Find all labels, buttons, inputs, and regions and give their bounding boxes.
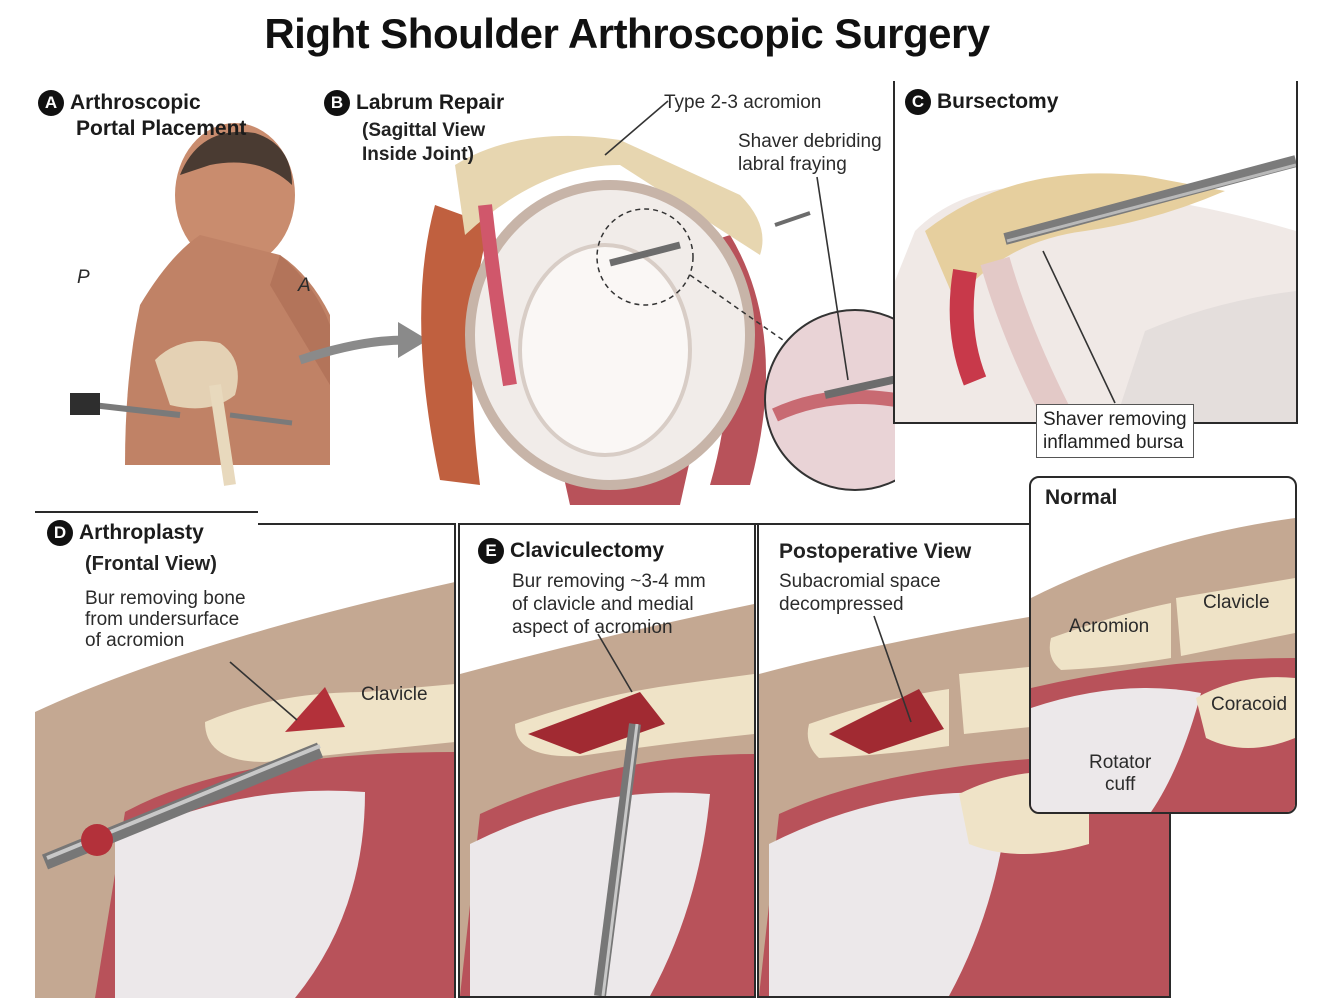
normal-acromion-label: Acromion [1069,616,1150,637]
normal-anatomy-illustration [1031,518,1295,812]
claviculectomy-illustration [460,604,754,996]
panel-a-badge: A [38,90,64,116]
panel-d-subtitle: (Frontal View) [85,553,217,575]
panel-d-note: Bur removing bone from undersurface of a… [85,588,246,651]
normal-coracoid-label: Coracoid [1211,694,1288,715]
acromion-type-label: Type 2-3 acromion [664,92,822,113]
arthroplasty-illustration [35,582,455,998]
posterior-label: P [77,267,90,288]
panel-b-badge: B [324,90,350,116]
figure-title: Right Shoulder Arthroscopic Surgery [264,10,990,57]
postoperative-note: Subacromial space decompressed [779,571,941,615]
bursectomy-illustration [895,155,1296,422]
postoperative-title: Postoperative View [779,540,972,563]
panel-normal: Normal Acromion Clavicle Coracoid Rotato… [1029,476,1297,814]
patient-shoulder-illustration [70,123,330,486]
glenoid-sagittal-illustration [421,100,895,505]
clavicle-label-d: Clavicle [361,684,428,705]
normal-title: Normal [1045,486,1118,509]
anterior-label: A [298,275,311,296]
shaver-debriding-label: Shaver debriding labral fraying [738,131,882,175]
panel-d-badge: D [47,520,73,546]
normal-rotator-cuff-label: Rotator cuff [1089,752,1152,795]
normal-clavicle-label: Clavicle [1203,592,1270,613]
panel-b-subtitle: (Sagittal View Inside Joint) [362,120,486,165]
panel-e-note: Bur removing ~3-4 mm of clavicle and med… [512,571,706,638]
shaver-removing-bursa-label: Shaver removing inflammed bursa [1036,404,1194,458]
panel-e-badge: E [478,538,504,564]
panel-c-badge: C [905,89,931,115]
